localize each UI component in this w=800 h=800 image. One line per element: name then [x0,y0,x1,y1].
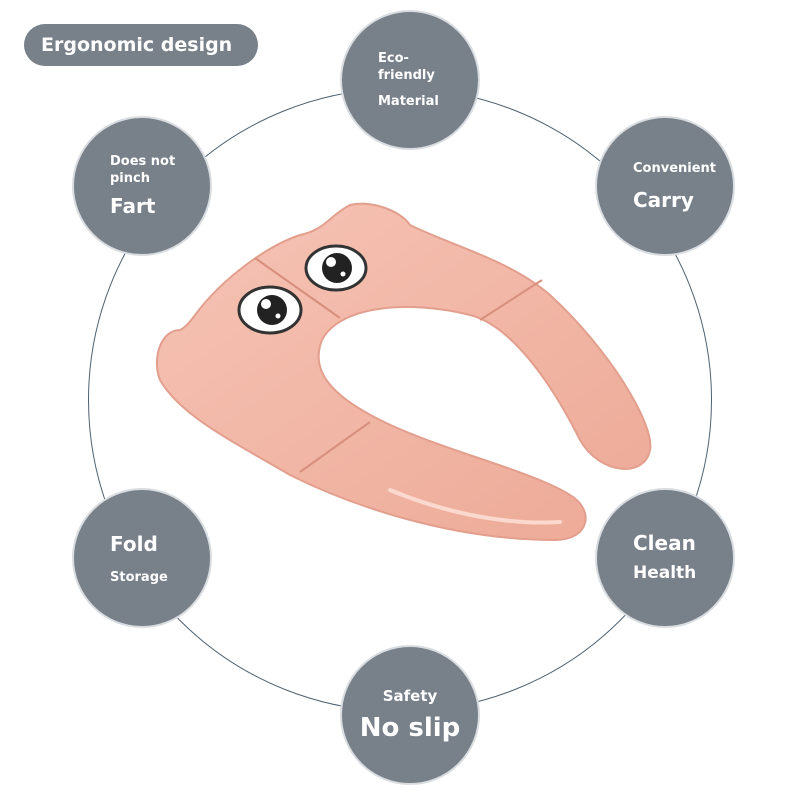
feature-fold-large: Fold [110,531,158,556]
seat-highlight [388,488,562,525]
feature-no-slip: Safety No slip [340,645,480,785]
feature-eco-line2: Material [378,94,439,109]
feature-pinch-large: Fart [110,194,156,218]
seat-fold-line-3 [479,279,543,321]
feature-fold: Fold Storage [72,488,212,628]
seat-body [155,202,652,542]
feature-slip-large: No slip [359,712,461,743]
feature-no-pinch: Does not pinch Fart [72,116,212,256]
left-eye-icon [237,285,303,335]
feature-carry-large: Carry [633,187,694,212]
potty-seat-icon [155,202,652,542]
feature-clean: Clean Health [595,488,735,628]
seat-fold-line-2 [299,421,371,473]
feature-carry: Convenient Carry [595,116,735,256]
right-eye-icon [304,244,368,292]
seat-fold-line-1 [254,257,341,319]
feature-carry-small: Convenient [633,160,717,176]
feature-eco-line1: Eco- friendly [378,51,435,83]
feature-fold-small: Storage [110,569,168,585]
feature-clean-large2: Health [633,563,697,583]
feature-slip-small: Safety [382,686,438,705]
title-text: Ergonomic design [41,34,233,56]
feature-eco-friendly: Eco- friendly Material [340,10,480,150]
feature-pinch-small: Does not pinch [110,154,176,186]
title-badge: Ergonomic design [24,24,258,66]
feature-clean-large: Clean [633,531,696,555]
